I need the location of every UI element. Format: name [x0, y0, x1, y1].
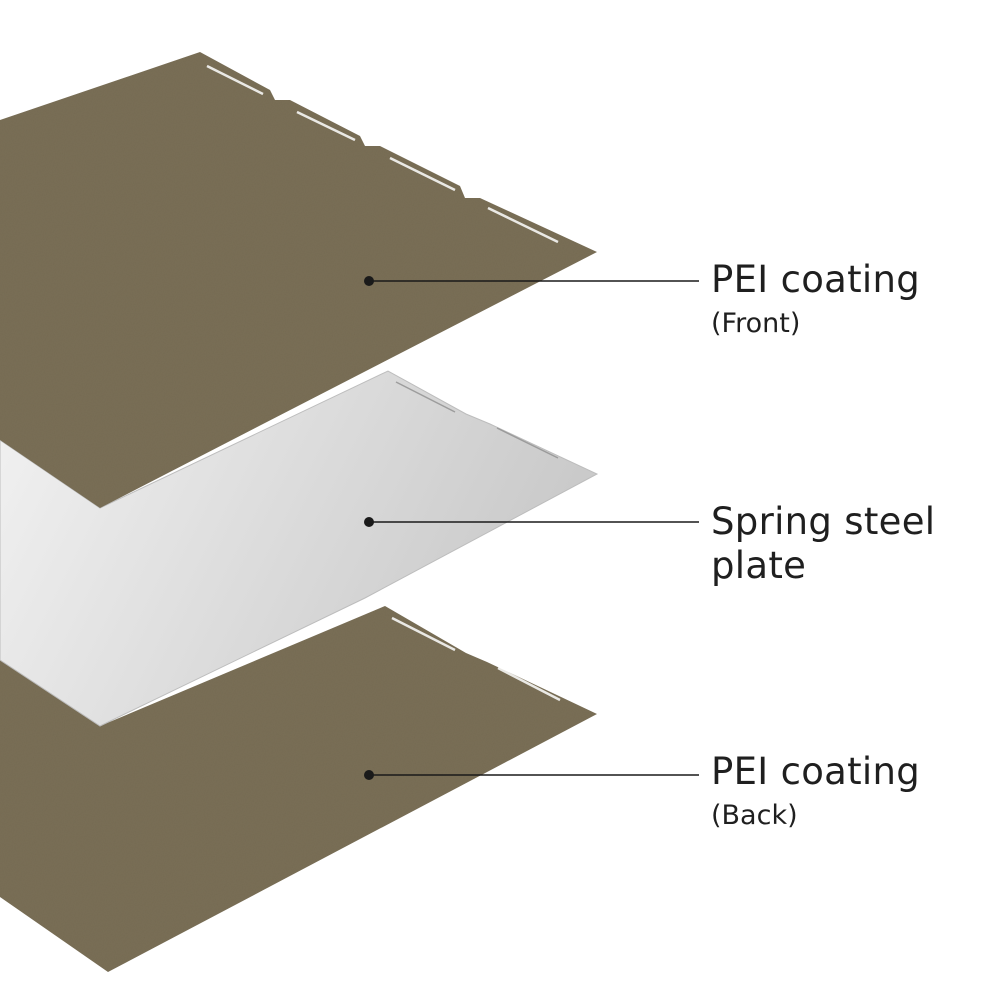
- label-pei-front: PEI coating (Front): [711, 258, 920, 340]
- label-pei-front-title: PEI coating: [711, 258, 921, 301]
- pei-back-sheet: [0, 606, 597, 972]
- spring-steel-plate: [0, 370, 599, 727]
- leader-back: [364, 770, 699, 780]
- label-pei-back: PEI coating (Back): [711, 750, 920, 832]
- label-spring-steel-line1: Spring steel: [711, 500, 936, 543]
- label-pei-back-subtitle: (Back): [711, 799, 798, 831]
- leader-steel: [364, 517, 699, 527]
- pei-front-sheet: [0, 52, 597, 508]
- label-pei-back-title: PEI coating: [711, 750, 921, 793]
- label-spring-steel: Spring steel plate: [711, 500, 935, 587]
- leader-front: [364, 276, 699, 286]
- label-spring-steel-line2: plate: [711, 543, 807, 587]
- label-pei-front-subtitle: (Front): [711, 307, 801, 339]
